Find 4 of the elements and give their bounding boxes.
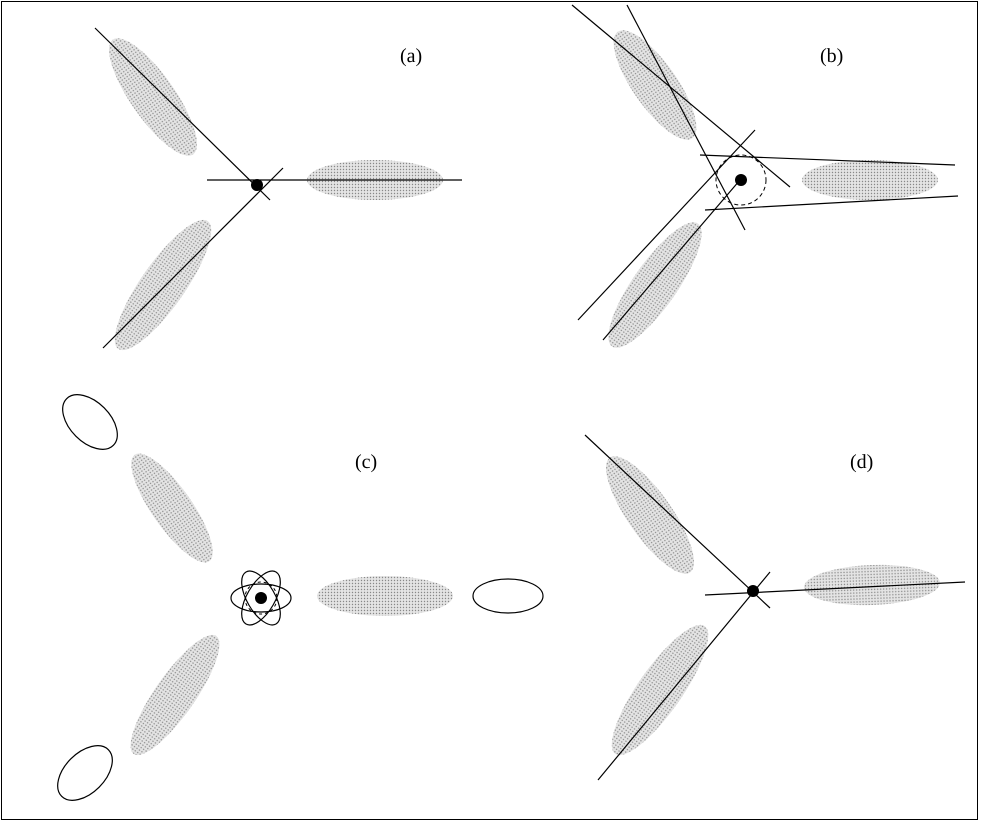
panel-label: (d) bbox=[850, 452, 874, 472]
panel-label: (b) bbox=[820, 46, 844, 66]
panel-label: (a) bbox=[400, 46, 422, 66]
panel-label: (c) bbox=[355, 452, 378, 472]
